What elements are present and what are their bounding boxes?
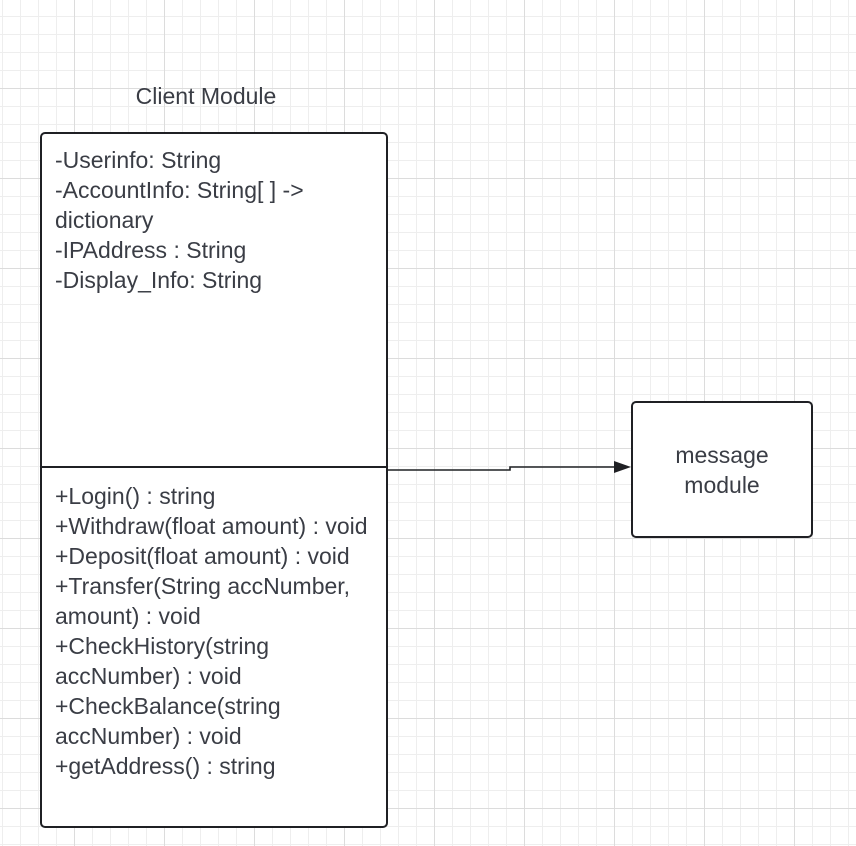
method-withdraw: +Withdraw(float amount) : void	[55, 513, 368, 539]
attribute-display-info: -Display_Info: String	[55, 267, 263, 293]
client-module-class-box[interactable]: -Userinfo: String -AccountInfo: String[ …	[40, 132, 388, 828]
attribute-ipaddress: -IPAddress : String	[55, 237, 247, 263]
connector-arrowhead	[614, 461, 631, 473]
methods-compartment: +Login() : string +Withdraw(float amount…	[42, 470, 386, 826]
message-module-label: message module	[675, 441, 769, 498]
message-module-box[interactable]: message module	[631, 401, 813, 538]
method-check-history: +CheckHistory(string accNumber) : void	[55, 633, 270, 689]
method-transfer: +Transfer(String accNumber, amount) : vo…	[55, 573, 351, 629]
method-deposit: +Deposit(float amount) : void	[55, 543, 350, 569]
attribute-list: -Userinfo: String -AccountInfo: String[ …	[55, 145, 374, 295]
attributes-compartment: -Userinfo: String -AccountInfo: String[ …	[42, 134, 386, 468]
method-login: +Login() : string	[55, 483, 216, 509]
method-list: +Login() : string +Withdraw(float amount…	[55, 481, 378, 781]
client-module-title: Client Module	[135, 83, 277, 109]
method-get-address: +getAddress() : string	[55, 753, 276, 779]
method-check-balance: +CheckBalance(string accNumber) : void	[55, 693, 281, 749]
connector-line	[384, 466, 614, 471]
attribute-accountinfo: -AccountInfo: String[ ] -> dictionary	[55, 177, 304, 233]
attribute-userinfo: -Userinfo: String	[55, 147, 222, 173]
